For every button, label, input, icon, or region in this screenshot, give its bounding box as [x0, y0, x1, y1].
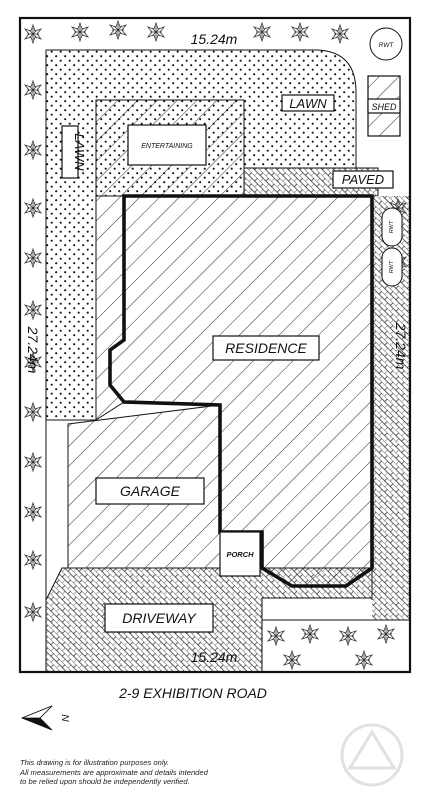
shed-label-group: SHED — [367, 98, 401, 114]
lot-boundary — [18, 16, 412, 674]
lawn-side-label: LAWN — [72, 133, 87, 171]
tank-label-side-2: RWT — [389, 260, 395, 273]
entertaining-label-group: ENTERTAINING — [127, 124, 207, 166]
north-label: N — [59, 714, 70, 722]
front-garden — [261, 619, 410, 672]
lawn-top-label-group: LAWN — [281, 94, 335, 112]
disclaimer-line: to be relied upon should be independentl… — [20, 777, 190, 787]
residence-area — [110, 196, 372, 586]
entertaining-label: ENTERTAINING — [141, 143, 193, 150]
paved-label-group: PAVED — [332, 170, 394, 189]
disclaimer-line: This drawing is for illustration purpose… — [20, 758, 169, 767]
left-shrub-row — [24, 24, 42, 622]
porch-label-group: PORCH — [219, 531, 261, 577]
lawn-top-label: LAWN — [289, 96, 327, 111]
shed-label: SHED — [371, 102, 397, 112]
residence-label-group: RESIDENCE — [212, 335, 320, 361]
dimension-right: 27.24m — [393, 322, 409, 370]
dimension-top: 15.24m — [191, 31, 238, 47]
side-paved-area — [372, 196, 410, 672]
lawn-side-label-group: LAWN — [61, 125, 87, 179]
north-arrow-icon — [20, 705, 53, 731]
rainwater-tank-top: RWT — [369, 27, 403, 61]
porch-label: PORCH — [226, 550, 254, 559]
garage-label-group: GARAGE — [95, 477, 205, 505]
watermark-logo-icon — [340, 723, 404, 787]
street-address: 2-9 EXHIBITION ROAD — [118, 685, 267, 701]
garage-label: GARAGE — [120, 483, 181, 499]
disclaimer-text: This drawing is for illustration purpose… — [20, 758, 320, 787]
dimension-bottom: 15.24m — [191, 649, 238, 665]
rainwater-tank-side-2: RWT — [381, 247, 403, 287]
rainwater-tank-side-1: RWT — [381, 207, 403, 247]
driveway-label-group: DRIVEWAY — [104, 603, 214, 633]
residence-label: RESIDENCE — [225, 340, 307, 356]
driveway-label: DRIVEWAY — [122, 610, 197, 626]
tank-label-side-1: RWT — [389, 220, 395, 233]
disclaimer-line: All measurements are approximate and det… — [20, 767, 208, 777]
paved-label: PAVED — [342, 172, 384, 187]
dimension-left: 27.24m — [25, 326, 41, 374]
tank-label-top: RWT — [379, 42, 395, 49]
